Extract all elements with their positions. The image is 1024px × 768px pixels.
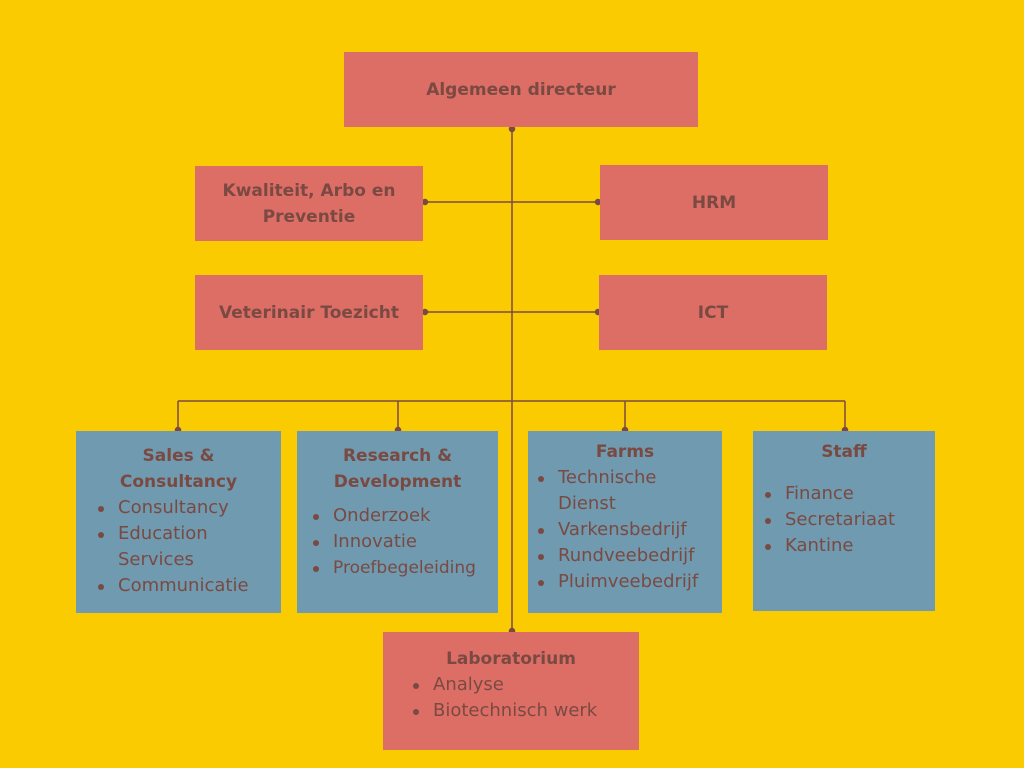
title-line: Development bbox=[333, 472, 462, 492]
department-staff: Staff Finance Secretariaat Kantine bbox=[753, 431, 935, 611]
connector-dot bbox=[508, 125, 516, 133]
list-item: Rundveebedrijf bbox=[538, 543, 722, 569]
title-line: Sales & bbox=[142, 446, 215, 466]
department-sales-consultancy: Sales & Consultancy Consultancy Educatio… bbox=[76, 431, 281, 613]
veterinair-box: Veterinair Toezicht bbox=[195, 275, 423, 350]
kwaliteit-title: Kwaliteit, Arbo en Preventie bbox=[222, 180, 396, 227]
list-item: Education Services bbox=[98, 521, 228, 573]
department-items: Technische Dienst Varkensbedrijf Rundvee… bbox=[528, 465, 722, 595]
list-item: Varkensbedrijf bbox=[538, 517, 722, 543]
list-item: Innovatie bbox=[313, 529, 498, 555]
veterinair-title: Veterinair Toezicht bbox=[219, 302, 399, 323]
list-item: Proefbegeleiding bbox=[313, 555, 498, 581]
list-item: Analyse bbox=[413, 672, 639, 698]
list-item: Technische Dienst bbox=[538, 465, 668, 517]
department-title: Research & Development bbox=[297, 443, 498, 495]
kwaliteit-box: Kwaliteit, Arbo en Preventie bbox=[195, 166, 423, 241]
list-item: Pluimveebedrijf bbox=[538, 569, 722, 595]
list-item: Secretariaat bbox=[765, 507, 935, 533]
title-line: Research & bbox=[342, 446, 453, 466]
connector-dot bbox=[421, 308, 429, 316]
list-item: Onderzoek bbox=[313, 503, 498, 529]
ict-title: ICT bbox=[697, 302, 729, 323]
department-title: Staff bbox=[753, 439, 935, 465]
director-box: Algemeen directeur bbox=[344, 52, 698, 127]
title-line: Farms bbox=[595, 442, 655, 462]
list-item: Consultancy bbox=[98, 495, 281, 521]
list-item: Finance bbox=[765, 481, 935, 507]
title-line: Staff bbox=[821, 442, 867, 462]
hrm-title: HRM bbox=[691, 192, 737, 213]
department-farms: Farms Technische Dienst Varkensbedrijf R… bbox=[528, 431, 722, 613]
department-items: Consultancy Education Services Communica… bbox=[76, 495, 281, 599]
ict-box: ICT bbox=[599, 275, 827, 350]
laboratorium-items: Analyse Biotechnisch werk bbox=[383, 672, 639, 724]
list-item: Kantine bbox=[765, 533, 935, 559]
hrm-box: HRM bbox=[600, 165, 828, 240]
department-title: Sales & Consultancy bbox=[76, 443, 281, 495]
director-title: Algemeen directeur bbox=[426, 79, 616, 100]
department-items: Finance Secretariaat Kantine bbox=[753, 481, 935, 559]
connector-dot bbox=[421, 198, 429, 206]
title-line: Consultancy bbox=[119, 472, 238, 492]
department-research-development: Research & Development Onderzoek Innovat… bbox=[297, 431, 498, 613]
list-item: Biotechnisch werk bbox=[413, 698, 639, 724]
laboratorium-box: Laboratorium Analyse Biotechnisch werk bbox=[383, 632, 639, 750]
department-items: Onderzoek Innovatie Proefbegeleiding bbox=[297, 503, 498, 581]
department-title: Farms bbox=[528, 439, 722, 465]
laboratorium-title: Laboratorium bbox=[446, 649, 576, 669]
list-item: Communicatie bbox=[98, 573, 281, 599]
